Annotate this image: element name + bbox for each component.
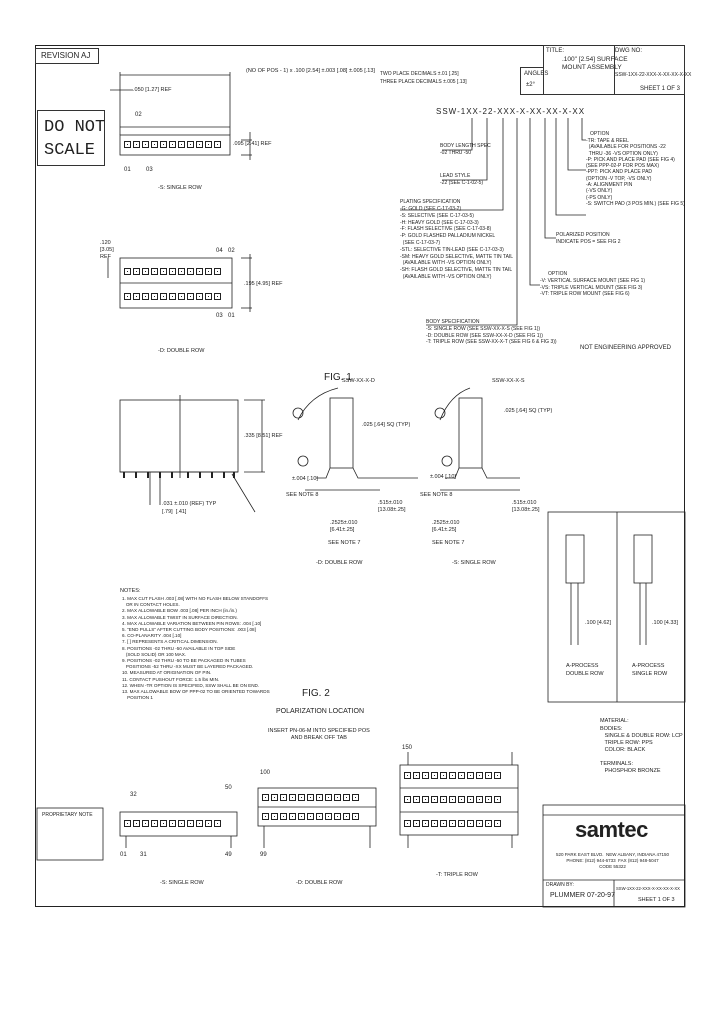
dwg-number-bottom: SSW-1XX-22-XXX-X-XX-XX-X-XX <box>616 886 680 891</box>
polar-view-double: -D: DOUBLE ROW <box>296 880 343 886</box>
dwg-label: DWG NO: <box>615 48 642 54</box>
pin-label-01b: 01 <box>228 313 235 319</box>
pin-label-01: 01 <box>124 167 131 173</box>
view-single-row: -S: SINGLE ROW <box>158 185 202 191</box>
polar-single-row-pins <box>124 820 221 827</box>
a-process-double: A-PROCESS DOUBLE ROW <box>566 663 604 677</box>
dim-100-single: .100 [4.33] <box>652 620 678 626</box>
view-s-side: -S: SINGLE ROW <box>452 560 496 566</box>
notes-header: NOTES: <box>120 588 141 594</box>
dim-2525-double: .2525±.010 [6.41±.25] <box>330 520 358 533</box>
polarization-note: INSERT PN-06-M INTO SPECIFIED POS AND BR… <box>268 728 370 741</box>
fig1-label: FIG. 1 <box>324 372 352 383</box>
sheet-number-bottom: SHEET 1 OF 3 <box>638 897 675 903</box>
option-header: OPTION <box>590 131 610 137</box>
polar-triple-row-pins-a <box>404 772 501 779</box>
option2-header: OPTION <box>548 271 568 277</box>
view-d-side: -D: DOUBLE ROW <box>316 560 363 566</box>
see-note8-double: SEE NOTE 8 <box>286 492 319 498</box>
dim-195: .195 [4.95] REF <box>244 281 283 287</box>
lead-style: LEAD STYLE -22 (SEE C-1-02-5) <box>440 173 484 186</box>
callout-ssw-s: SSW-XX-X-S <box>492 378 525 384</box>
dim-025-double: .025 [.64] SQ (TYP) <box>362 422 411 428</box>
dim-004-double: ±.004 [.10] <box>292 476 318 482</box>
dim-004-single: ±.004 [.10] <box>430 474 456 480</box>
drawn-by-label: DRAWN BY: <box>546 882 574 888</box>
option2-list: -V: VERTICAL SURFACE MOUNT (SEE FIG 1) -… <box>540 278 646 297</box>
body-spec-list: -S: SINGLE ROW (SEE SSW-XX-X-S (SEE FIG … <box>426 326 557 345</box>
dim-515-single: .515±.010 [13.08±.25] <box>512 500 540 513</box>
pin-label-01c: 01 <box>120 852 127 858</box>
plating-header: PLATING SPECIFICATION <box>400 199 461 205</box>
dim-100-double: .100 [4.62] <box>585 620 611 626</box>
dim-2525-single: .2525±.010 [6.41±.25] <box>432 520 460 533</box>
pin-label-03b: 03 <box>216 313 223 319</box>
pin-label-50: 50 <box>225 785 232 791</box>
plating-list: -G: GOLD (SEE C-17-03-2) -S: SELECTIVE (… <box>400 206 514 280</box>
pin-label-31: 31 <box>140 852 147 858</box>
option-list: -TR: TAPE & REEL (AVAILABLE FOR POSITION… <box>586 138 685 207</box>
polarization-title: POLARIZATION LOCATION <box>276 708 365 715</box>
pin-label-49: 49 <box>225 852 232 858</box>
fig2-label: FIG. 2 <box>302 688 330 699</box>
single-row-pins <box>124 141 221 148</box>
samtec-logo: samtec <box>575 817 648 842</box>
dwg-number: SSW-1XX-22-XXX-X-XX-XX-X-XX <box>615 72 692 78</box>
company-address: 520 PARK EAST BLVD. NEW ALBANY, INDIANA … <box>556 852 669 869</box>
a-process-single: A-PROCESS SINGLE ROW <box>632 663 668 677</box>
body-length: BODY LENGTH SPEC -02 THRU -50 <box>440 143 491 156</box>
revision-box: REVISION AJ <box>35 48 99 64</box>
do-not-scale-text: DO NOT SCALE <box>44 118 106 160</box>
dim-050: .050 [1.27] REF <box>133 87 172 93</box>
proprietary-note: PROPRIETARY NOTE <box>42 812 93 818</box>
view-double-row: -D: DOUBLE ROW <box>158 348 205 354</box>
dim-120: .120 [3.05] REF <box>100 240 114 260</box>
pin-label-99: 99 <box>260 852 267 858</box>
see-note7-single: SEE NOTE 7 <box>432 540 465 546</box>
pin-label-04: 04 <box>216 248 223 254</box>
title-text: .100" [2.54] SURFACE MOUNT ASSEMBLY <box>562 56 628 71</box>
see-note7-double: SEE NOTE 7 <box>328 540 361 546</box>
notes-body: 1. MAX CUT FLASH .003 [.08] WITH NO FLAS… <box>122 596 270 701</box>
polar-triple-row-pins-c <box>404 820 501 827</box>
pin-label-03: 03 <box>146 167 153 173</box>
dim-025-single: .025 [.64] SQ (TYP) <box>504 408 553 414</box>
drawn-by: PLUMMER 07-20-97 <box>550 892 615 899</box>
angles-label: ANGLES <box>524 71 549 77</box>
part-number: SSW-1XX-22-XXX-X-XX-XX-X-XX <box>436 107 586 116</box>
dim-335: .335 [8.51] REF <box>244 433 283 439</box>
polarized-position: POLARIZED POSITION INDICATE POS = SEE FI… <box>556 232 621 245</box>
dim-515: .515±.010 [13.08±.25] <box>378 500 406 513</box>
dim-pitch: (NO OF POS - 1) x .100 [2.54] ±.003 [.08… <box>246 68 375 74</box>
not-engineering-approved: NOT ENGINEERING APPROVED <box>580 345 671 351</box>
dim-031: .031 ±.010 (REF) TYP [.79] [.41] <box>162 501 217 515</box>
body-spec-header: BODY SPECIFICATION <box>426 319 480 325</box>
polar-triple-row-pins-b <box>404 796 501 803</box>
drawing-sheet <box>35 45 685 907</box>
material-header: MATERIAL: <box>600 718 629 724</box>
polar-view-single: -S: SINGLE ROW <box>160 880 204 886</box>
tolerance-text: TWO PLACE DECIMALS ±.01 [.25] THREE PLAC… <box>380 71 467 85</box>
pin-label-02: 02 <box>135 112 142 118</box>
pin-label-150: 150 <box>402 745 413 751</box>
see-note8-single: SEE NOTE 8 <box>420 492 453 498</box>
do-not-scale-box: DO NOT SCALE <box>37 110 105 166</box>
angles-value: ±2° <box>526 82 536 88</box>
polar-double-row-pins-b <box>262 813 359 820</box>
polar-double-row-pins-a <box>262 794 359 801</box>
material-body: BODIES: SINGLE & DOUBLE ROW: LCP TRIPLE … <box>600 726 683 774</box>
pin-label-100: 100 <box>260 770 271 776</box>
revision-label: REVISION AJ <box>41 51 91 60</box>
callout-ssw-d: SSW-XX-X-D <box>342 378 375 384</box>
title-label: TITLE: <box>546 48 565 54</box>
pin-label-02b: 02 <box>228 248 235 254</box>
pin-label-32: 32 <box>130 792 137 798</box>
dim-095: .095 [2.41] REF <box>233 141 272 147</box>
double-row-pins-bottom <box>124 293 221 300</box>
double-row-pins-top <box>124 268 221 275</box>
polar-view-triple: -T: TRIPLE ROW <box>436 872 478 878</box>
sheet-number: SHEET 1 OF 3 <box>640 86 680 92</box>
angles-box: ANGLES ±2° <box>520 67 548 95</box>
